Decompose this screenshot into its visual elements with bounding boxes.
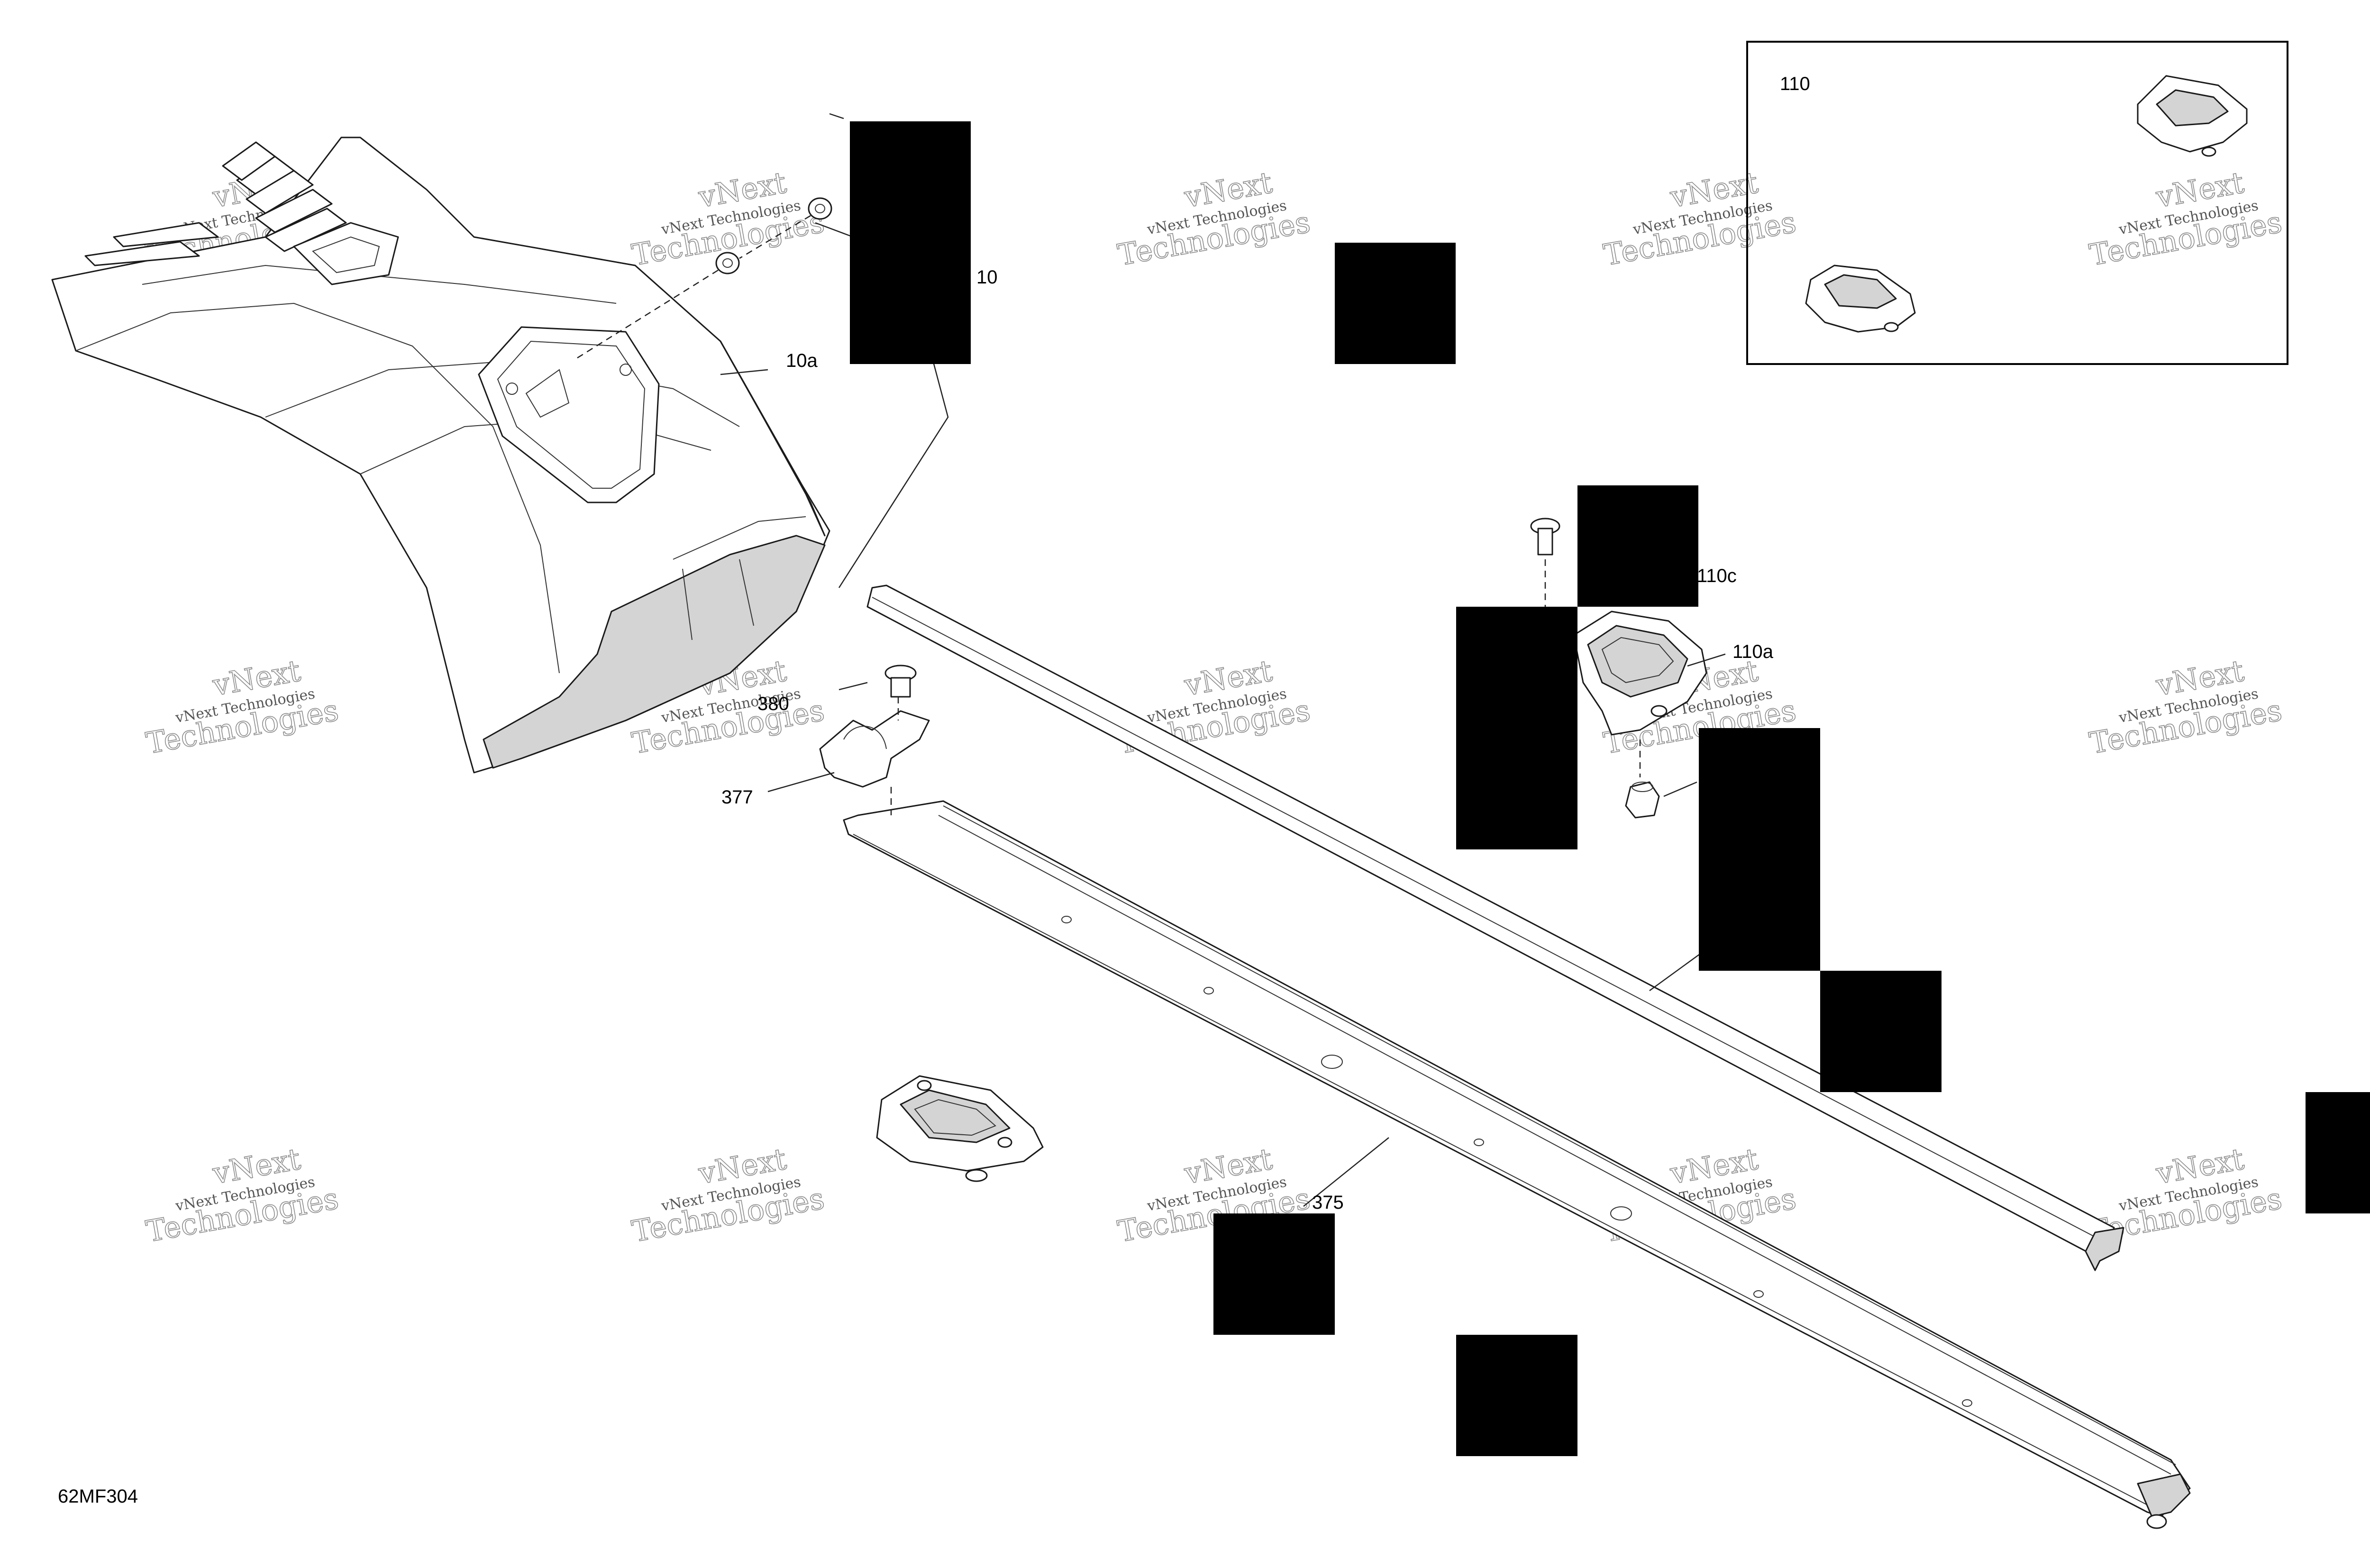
callout-10a: 10a: [786, 350, 818, 371]
callout-380: 380: [757, 693, 789, 714]
figure-code: 62MF304: [58, 1486, 138, 1507]
lower-rail-part: [843, 800, 2191, 1529]
callout-110a: 110a: [1732, 641, 1774, 662]
cover-fasteners: [573, 197, 832, 361]
redaction-blocks: [850, 121, 2370, 1456]
leader-lines: [720, 113, 1726, 1207]
rail-clamp-part: [819, 665, 930, 815]
upper-rail-part: [866, 584, 2124, 1271]
redaction-block: [1820, 971, 1942, 1092]
redaction-block: [1456, 607, 1577, 849]
callout-10: 10: [976, 267, 998, 288]
redaction-block: [1699, 728, 1820, 971]
handle-assembly-part: [1530, 518, 1707, 819]
redaction-block: [1213, 1213, 1335, 1335]
redaction-block: [1577, 485, 1698, 607]
redaction-block: [850, 121, 971, 364]
front-cover-part: [51, 137, 830, 774]
redaction-block: [2306, 1092, 2370, 1213]
loose-handle-part: [876, 1075, 1044, 1182]
callout-labels: 10 10a 110 110c 110a 380 377 375 62MF304: [58, 73, 1810, 1507]
callout-377: 377: [721, 787, 753, 808]
callout-375: 375: [1312, 1192, 1344, 1213]
callout-110: 110: [1780, 73, 1810, 94]
inset-kit-110: [1746, 41, 2288, 365]
redaction-block: [1456, 1335, 1577, 1456]
callout-110c: 110c: [1697, 565, 1737, 586]
redaction-block: [1335, 243, 1456, 364]
